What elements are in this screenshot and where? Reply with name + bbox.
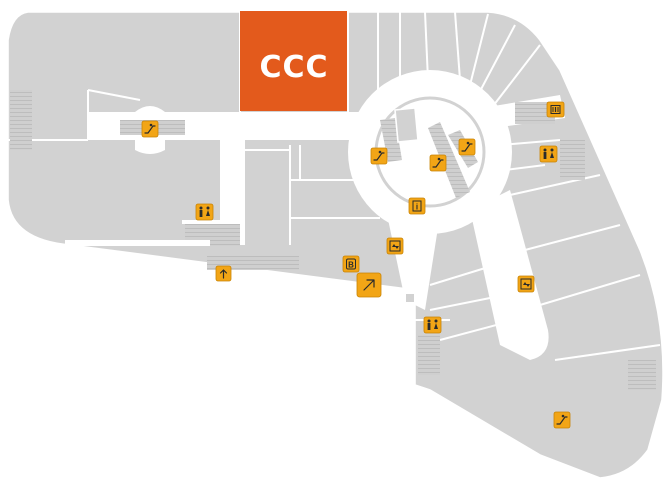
store-ccc-block (240, 11, 347, 111)
svg-text:B: B (348, 261, 354, 270)
svg-text:i: i (416, 203, 418, 212)
restroom-icon[interactable] (423, 316, 442, 334)
amenity-icons: i B (141, 101, 571, 429)
escalator-icon[interactable] (458, 138, 476, 156)
escalator-icon[interactable] (141, 120, 159, 138)
stair-areas (10, 90, 656, 390)
direction-arrow-icon[interactable] (356, 272, 382, 298)
info-icon[interactable]: i (408, 197, 426, 215)
escalator-icon[interactable] (429, 154, 447, 172)
atm-icon[interactable]: B (342, 255, 360, 273)
exit-arrow-icon[interactable] (215, 265, 232, 282)
restroom-icon[interactable] (539, 145, 558, 163)
store-ccc[interactable]: CCC (240, 11, 347, 111)
elevator-icon[interactable] (386, 237, 404, 255)
parking-machine-icon[interactable] (546, 101, 565, 118)
store-ccc-label: CCC (259, 50, 328, 85)
escalator-icon[interactable] (370, 147, 388, 165)
restroom-icon[interactable] (195, 203, 214, 221)
central-escalator-block (428, 122, 470, 198)
elevator-icon[interactable] (517, 275, 535, 293)
escalator-icon[interactable] (553, 411, 571, 429)
